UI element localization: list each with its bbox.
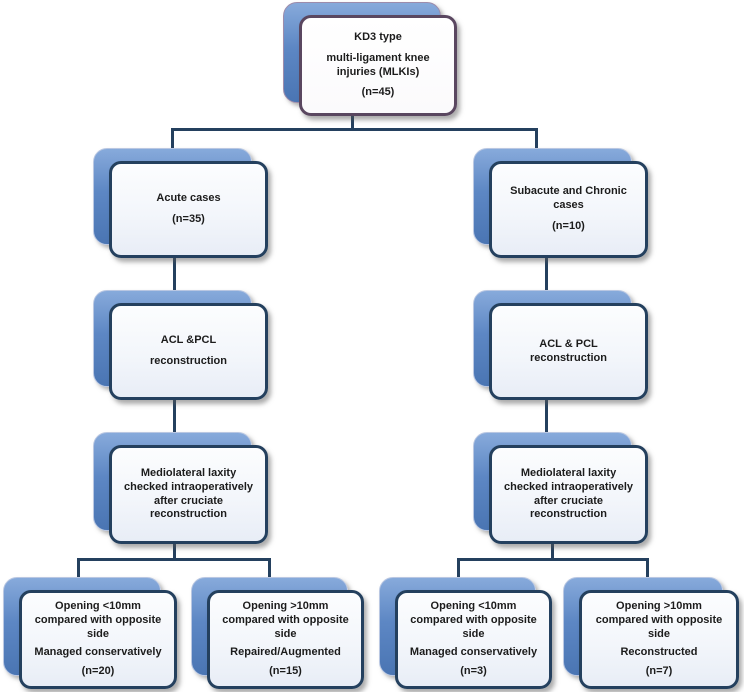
node-gt10-right-text: Opening >10mm compared with opposite sid… xyxy=(595,600,723,640)
node-mediolateral-laxity-right: Mediolateral laxity checked intraoperati… xyxy=(473,432,648,544)
node-lt10-right-text: Opening <10mm compared with opposite sid… xyxy=(410,600,537,640)
node-lt10-left-card: Opening <10mm compared with opposite sid… xyxy=(19,590,177,689)
node-opening-lt10-left: Opening <10mm compared with opposite sid… xyxy=(3,577,177,689)
node-laxity-left-card: Mediolateral laxity checked intraoperati… xyxy=(109,445,268,544)
connector-laxity-r-stub xyxy=(551,538,554,561)
node-acl-left-text: ACL &PCL xyxy=(160,334,217,347)
node-lt10-right-management: Managed conservatively xyxy=(409,646,538,659)
node-laxity-right-card: Mediolateral laxity checked intraoperati… xyxy=(489,445,648,544)
node-lt10-right-card: Opening <10mm compared with opposite sid… xyxy=(395,590,552,689)
node-laxity-right-text: Mediolateral laxity checked intraoperati… xyxy=(503,467,633,521)
node-subacute-count: (n=10) xyxy=(552,219,585,232)
connector-into-gt10-right xyxy=(646,558,649,586)
node-acl-left-text: reconstruction xyxy=(149,355,227,367)
node-gt10-left-management: Repaired/Augmented xyxy=(230,646,341,659)
connector-into-lt10-right xyxy=(457,558,460,586)
node-acute-count: (n=35) xyxy=(172,213,205,225)
node-gt10-left-count: (n=15) xyxy=(269,665,302,678)
node-root-text: multi-ligament knee injuries (MLKIs) xyxy=(326,51,430,78)
node-gt10-right-management: Reconstructed xyxy=(620,646,698,659)
node-subacute-chronic-cases: Subacute and Chronic cases (n=10) xyxy=(473,148,648,258)
node-acl-pcl-reconstruction-right: ACL & PCL reconstruction xyxy=(473,290,648,400)
connector-top-horizontal xyxy=(171,128,538,131)
node-acl-pcl-reconstruction-left: ACL &PCL reconstruction xyxy=(93,290,268,400)
connector-acute-to-acl xyxy=(173,245,176,300)
node-acute-card: Acute cases (n=35) xyxy=(109,161,268,258)
node-gt10-left-card: Opening >10mm compared with opposite sid… xyxy=(207,590,364,689)
node-gt10-right-count: (n=7) xyxy=(645,665,673,678)
node-acute-cases: Acute cases (n=35) xyxy=(93,148,268,258)
node-root: KD3 type multi-ligament knee injuries (M… xyxy=(283,2,457,116)
connector-subacute-to-acl xyxy=(545,245,548,300)
node-opening-gt10-left: Opening >10mm compared with opposite sid… xyxy=(191,577,364,689)
connector-acl-to-laxity-l xyxy=(173,390,176,442)
node-lt10-left-text: Opening <10mm compared with opposite sid… xyxy=(34,600,162,640)
node-lt10-left-count: (n=20) xyxy=(81,665,115,678)
node-root-card: KD3 type multi-ligament knee injuries (M… xyxy=(299,15,457,116)
node-gt10-left-text: Opening >10mm compared with opposite sid… xyxy=(222,600,349,640)
connector-into-lt10-left xyxy=(77,558,80,586)
node-lt10-left-management: Managed conservatively xyxy=(34,646,162,659)
connector-acl-to-laxity-r xyxy=(545,390,548,442)
connector-into-gt10-left xyxy=(268,558,271,586)
connector-root-stub xyxy=(351,112,354,131)
connector-into-subacute xyxy=(535,128,538,158)
node-acl-right-card: ACL & PCL reconstruction xyxy=(489,303,648,400)
node-acl-left-card: ACL &PCL reconstruction xyxy=(109,303,268,400)
node-mediolateral-laxity-left: Mediolateral laxity checked intraoperati… xyxy=(93,432,268,544)
node-acute-text: Acute cases xyxy=(156,192,221,205)
node-opening-gt10-right: Opening >10mm compared with opposite sid… xyxy=(563,577,739,689)
connector-left-horizontal xyxy=(77,558,271,561)
node-root-text: KD3 type xyxy=(354,31,402,43)
connector-right-horizontal xyxy=(457,558,649,561)
node-gt10-right-card: Opening >10mm compared with opposite sid… xyxy=(579,590,739,689)
node-subacute-card: Subacute and Chronic cases (n=10) xyxy=(489,161,648,258)
connector-into-acute xyxy=(171,128,174,158)
node-root-count: (n=45) xyxy=(361,86,395,99)
node-lt10-right-count: (n=3) xyxy=(460,665,487,678)
connector-laxity-l-stub xyxy=(173,538,176,561)
node-acl-right-text: ACL & PCL reconstruction xyxy=(529,337,607,364)
node-laxity-left-text: Mediolateral laxity checked intraoperati… xyxy=(123,467,253,521)
node-opening-lt10-right: Opening <10mm compared with opposite sid… xyxy=(379,577,552,689)
node-subacute-text: Subacute and Chronic cases xyxy=(510,185,627,212)
